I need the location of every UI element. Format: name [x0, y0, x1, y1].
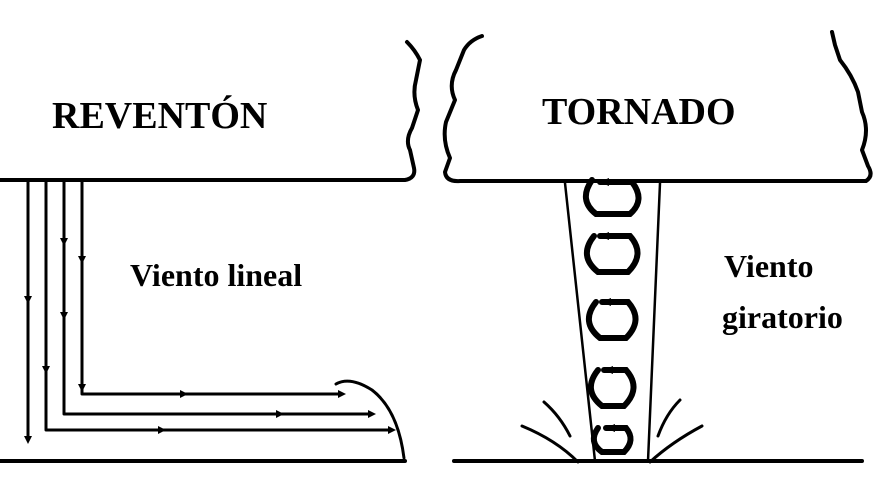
tornado-panel: TORNADO Viento giratorio: [442, 30, 873, 464]
wind-streamline-3: [62, 180, 372, 416]
tornado-description-line2: giratorio: [722, 299, 843, 335]
vortex-loop-1: [583, 177, 642, 217]
gust-front-curve: [334, 379, 406, 460]
wind-streamline-2: [44, 180, 392, 432]
debris-swirl-right-inner: [656, 398, 682, 438]
funnel-left-edge: [563, 181, 597, 463]
vortex-loop-5: [590, 424, 634, 455]
downburst-cloud-outline: [0, 40, 422, 182]
tornado-cloud-outline: [442, 30, 873, 184]
funnel-right-edge: [646, 181, 662, 463]
vortex-loops: [583, 177, 642, 455]
debris-swirl-right-outer: [648, 424, 704, 464]
tornado-description-line1: Viento: [724, 248, 813, 284]
vortex-loop-4: [588, 366, 637, 409]
downburst-panel: REVENTÓN Viento lineal: [0, 40, 422, 463]
tornado-title: TORNADO: [542, 91, 736, 133]
debris-swirl-left-inner: [542, 400, 572, 438]
vortex-loop-2: [584, 232, 641, 275]
vortex-loop-3: [586, 298, 639, 341]
downburst-title: REVENTÓN: [52, 95, 267, 137]
downburst-description: Viento lineal: [130, 257, 302, 293]
debris-swirl-left-outer: [520, 424, 580, 464]
